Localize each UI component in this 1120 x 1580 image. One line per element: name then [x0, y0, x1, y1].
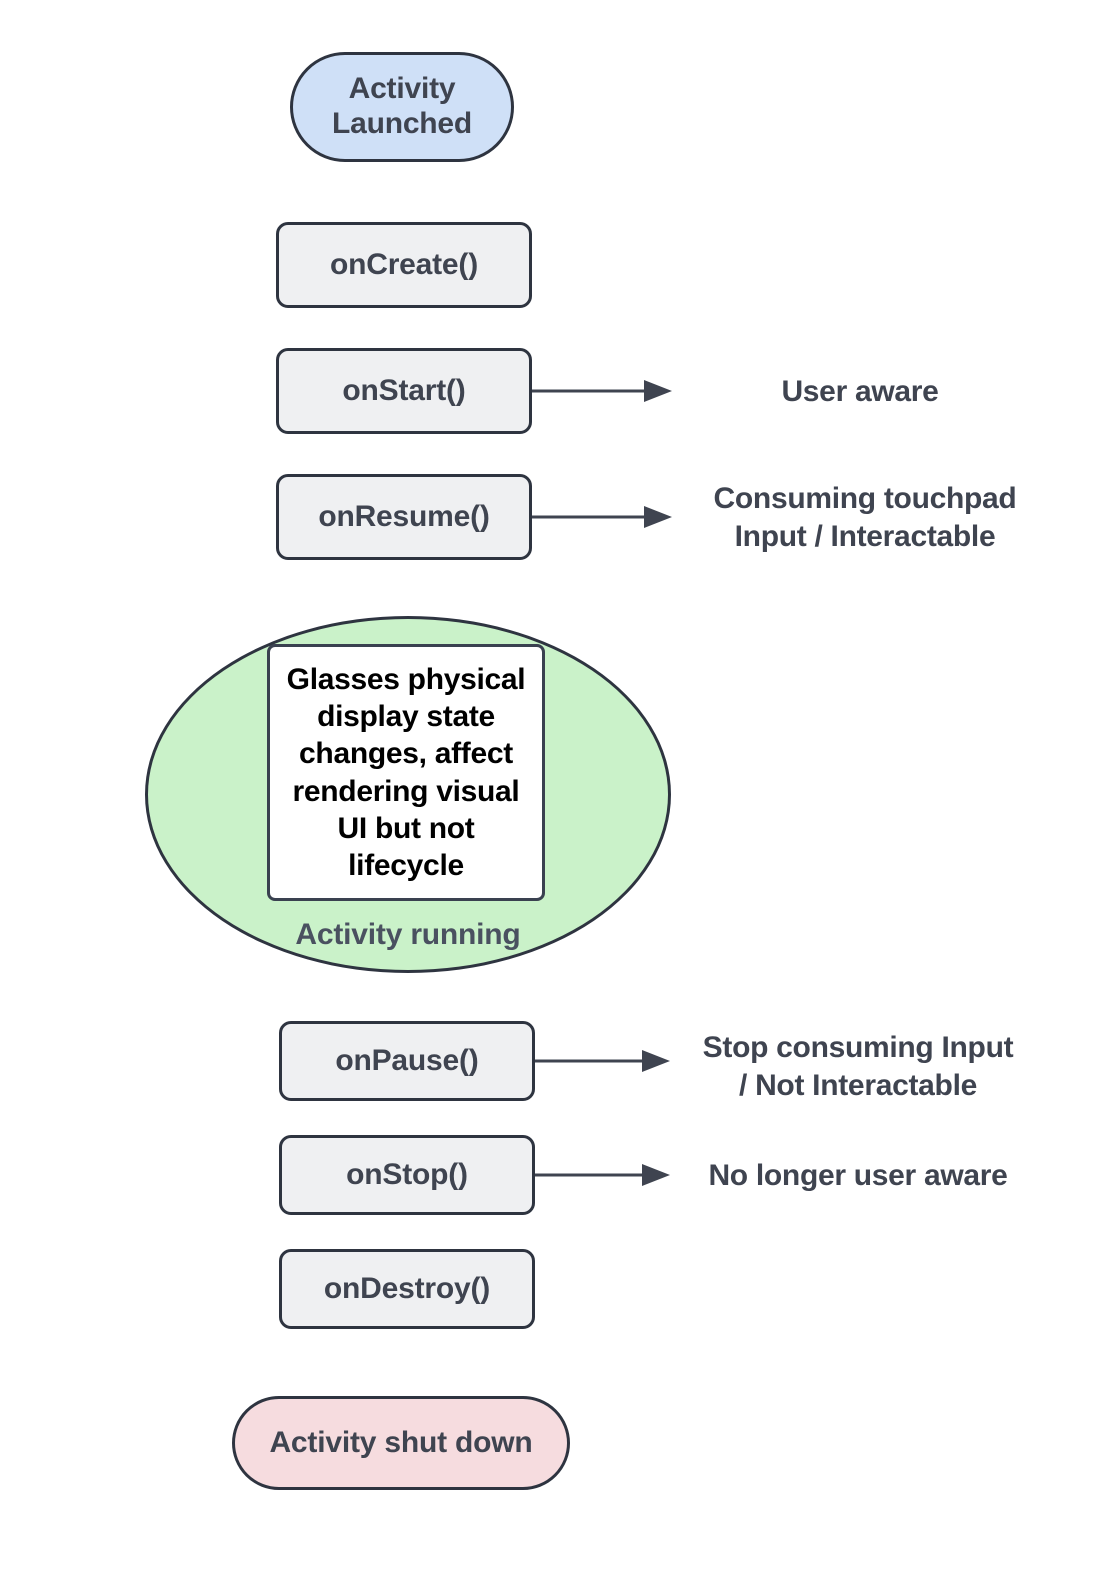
arrow-onpause-to-stop-consuming: [535, 1049, 670, 1073]
note-display-state-changes: Glasses physical display state changes, …: [267, 644, 545, 901]
annotation-consuming-input: Consuming touchpad Input / Interactable: [713, 482, 1017, 553]
node-activity-launched[interactable]: Activity Launched: [290, 52, 514, 162]
node-onstart-label: onStart(): [342, 373, 466, 407]
node-onpause-label: onPause(): [335, 1043, 479, 1077]
node-activity-running-label: Activity running: [295, 918, 521, 951]
node-onresume-label: onResume(): [318, 499, 490, 533]
node-onstart[interactable]: onStart(): [276, 348, 532, 434]
node-onresume[interactable]: onResume(): [276, 474, 532, 560]
arrow-onresume-to-consuming-input: [532, 505, 672, 529]
arrow-onstop-to-no-longer-aware: [535, 1163, 670, 1187]
node-onstop[interactable]: onStop(): [279, 1135, 535, 1215]
node-oncreate-label: onCreate(): [329, 247, 478, 281]
node-onpause[interactable]: onPause(): [279, 1021, 535, 1101]
arrow-onstart-to-user-aware: [532, 379, 672, 403]
node-onstop-label: onStop(): [346, 1157, 468, 1191]
node-oncreate[interactable]: onCreate(): [276, 222, 532, 308]
node-activity-shut-down-label: Activity shut down: [269, 1425, 533, 1459]
node-activity-shut-down[interactable]: Activity shut down: [232, 1396, 570, 1490]
annotation-stop-consuming-input: Stop consuming Input / Not Interactable: [702, 1031, 1014, 1102]
node-ondestroy[interactable]: onDestroy(): [279, 1249, 535, 1329]
annotation-no-longer-user-aware: No longer user aware: [708, 1159, 1008, 1192]
annotation-user-aware: User aware: [781, 375, 939, 408]
node-activity-launched-label: Activity Launched: [331, 72, 473, 140]
node-ondestroy-label: onDestroy(): [323, 1271, 491, 1305]
